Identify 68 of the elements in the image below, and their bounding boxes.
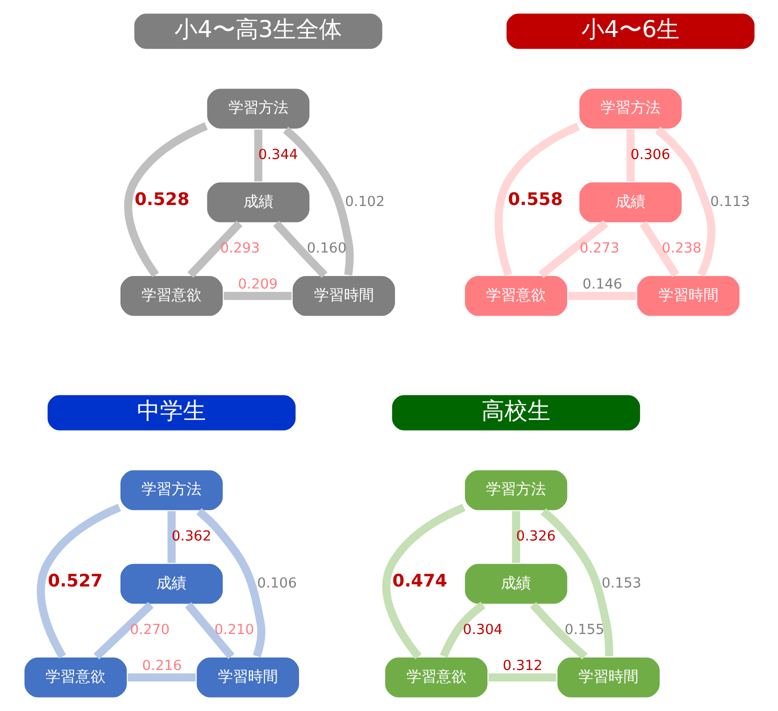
edge-label: 0.326 bbox=[516, 528, 556, 545]
edge-label: 0.293 bbox=[220, 240, 260, 257]
connector bbox=[36, 504, 121, 659]
edge-label: 0.209 bbox=[238, 276, 278, 293]
edge-label: 0.312 bbox=[502, 658, 542, 674]
connector bbox=[272, 220, 327, 278]
edge-label: 0.270 bbox=[129, 622, 170, 638]
edge-label: 0.216 bbox=[142, 658, 182, 674]
connector bbox=[167, 511, 176, 563]
node-box: 学習方法 bbox=[577, 87, 683, 130]
connector bbox=[184, 602, 234, 660]
connector bbox=[538, 220, 608, 278]
node-box: 成績 bbox=[462, 562, 568, 606]
edge-label: 0.474 bbox=[392, 572, 447, 592]
edge-label: 0.273 bbox=[579, 240, 619, 257]
connector bbox=[530, 602, 588, 660]
edge-label: 0.306 bbox=[630, 147, 670, 164]
connector bbox=[494, 122, 580, 276]
node-box: 学習時間 bbox=[634, 274, 741, 318]
connector bbox=[439, 602, 485, 658]
connector bbox=[626, 130, 634, 182]
node-box: 小4〜高3生全体 bbox=[132, 12, 384, 51]
connector bbox=[540, 508, 613, 656]
edge-label: 0.362 bbox=[171, 528, 211, 545]
node-box: 高校生 bbox=[390, 393, 642, 432]
edge-label: 0.102 bbox=[344, 194, 384, 210]
connector bbox=[196, 508, 265, 658]
node-box: 学習意欲 bbox=[22, 656, 128, 700]
connector bbox=[254, 130, 262, 182]
edge-label: 0.155 bbox=[564, 622, 604, 638]
node-box: 中学生 bbox=[45, 393, 297, 432]
edge-label: 0.210 bbox=[214, 622, 254, 638]
node-box: 成績 bbox=[204, 180, 311, 224]
connector bbox=[223, 292, 292, 300]
edge-label: 0.558 bbox=[507, 190, 562, 210]
node-box: 学習時間 bbox=[194, 656, 300, 700]
connector bbox=[93, 602, 154, 660]
node-box: 成績 bbox=[577, 180, 683, 224]
node-box: 学習方法 bbox=[204, 87, 311, 130]
edge-label: 0.528 bbox=[134, 190, 189, 210]
node-box: 学習時間 bbox=[290, 274, 396, 318]
node-box: 学習時間 bbox=[555, 656, 661, 700]
edge-label: 0.113 bbox=[710, 194, 750, 210]
node-box: 小4〜6生 bbox=[504, 12, 756, 51]
connector bbox=[382, 504, 466, 660]
connector bbox=[654, 126, 716, 277]
node-box: 学習意欲 bbox=[382, 656, 489, 700]
connector bbox=[124, 122, 208, 278]
connector bbox=[568, 292, 636, 300]
edge-label: 0.153 bbox=[601, 575, 641, 592]
node-box: 学習方法 bbox=[118, 468, 224, 512]
edge-label: 0.344 bbox=[258, 147, 298, 164]
connector bbox=[282, 126, 354, 276]
edge-label: 0.106 bbox=[256, 575, 296, 592]
connector bbox=[639, 221, 679, 278]
node-box: 学習意欲 bbox=[118, 274, 224, 318]
edge-label: 0.160 bbox=[306, 240, 346, 257]
connector bbox=[512, 511, 520, 563]
edge-label: 0.146 bbox=[582, 276, 622, 293]
node-box: 学習方法 bbox=[462, 468, 568, 512]
node-box: 学習意欲 bbox=[462, 274, 568, 318]
connector bbox=[186, 220, 242, 278]
edge-label: 0.304 bbox=[462, 622, 502, 638]
edge-label: 0.527 bbox=[47, 572, 102, 592]
connector bbox=[127, 673, 196, 682]
edge-label: 0.238 bbox=[661, 240, 701, 257]
connector bbox=[488, 673, 556, 682]
node-box: 成績 bbox=[118, 562, 224, 606]
